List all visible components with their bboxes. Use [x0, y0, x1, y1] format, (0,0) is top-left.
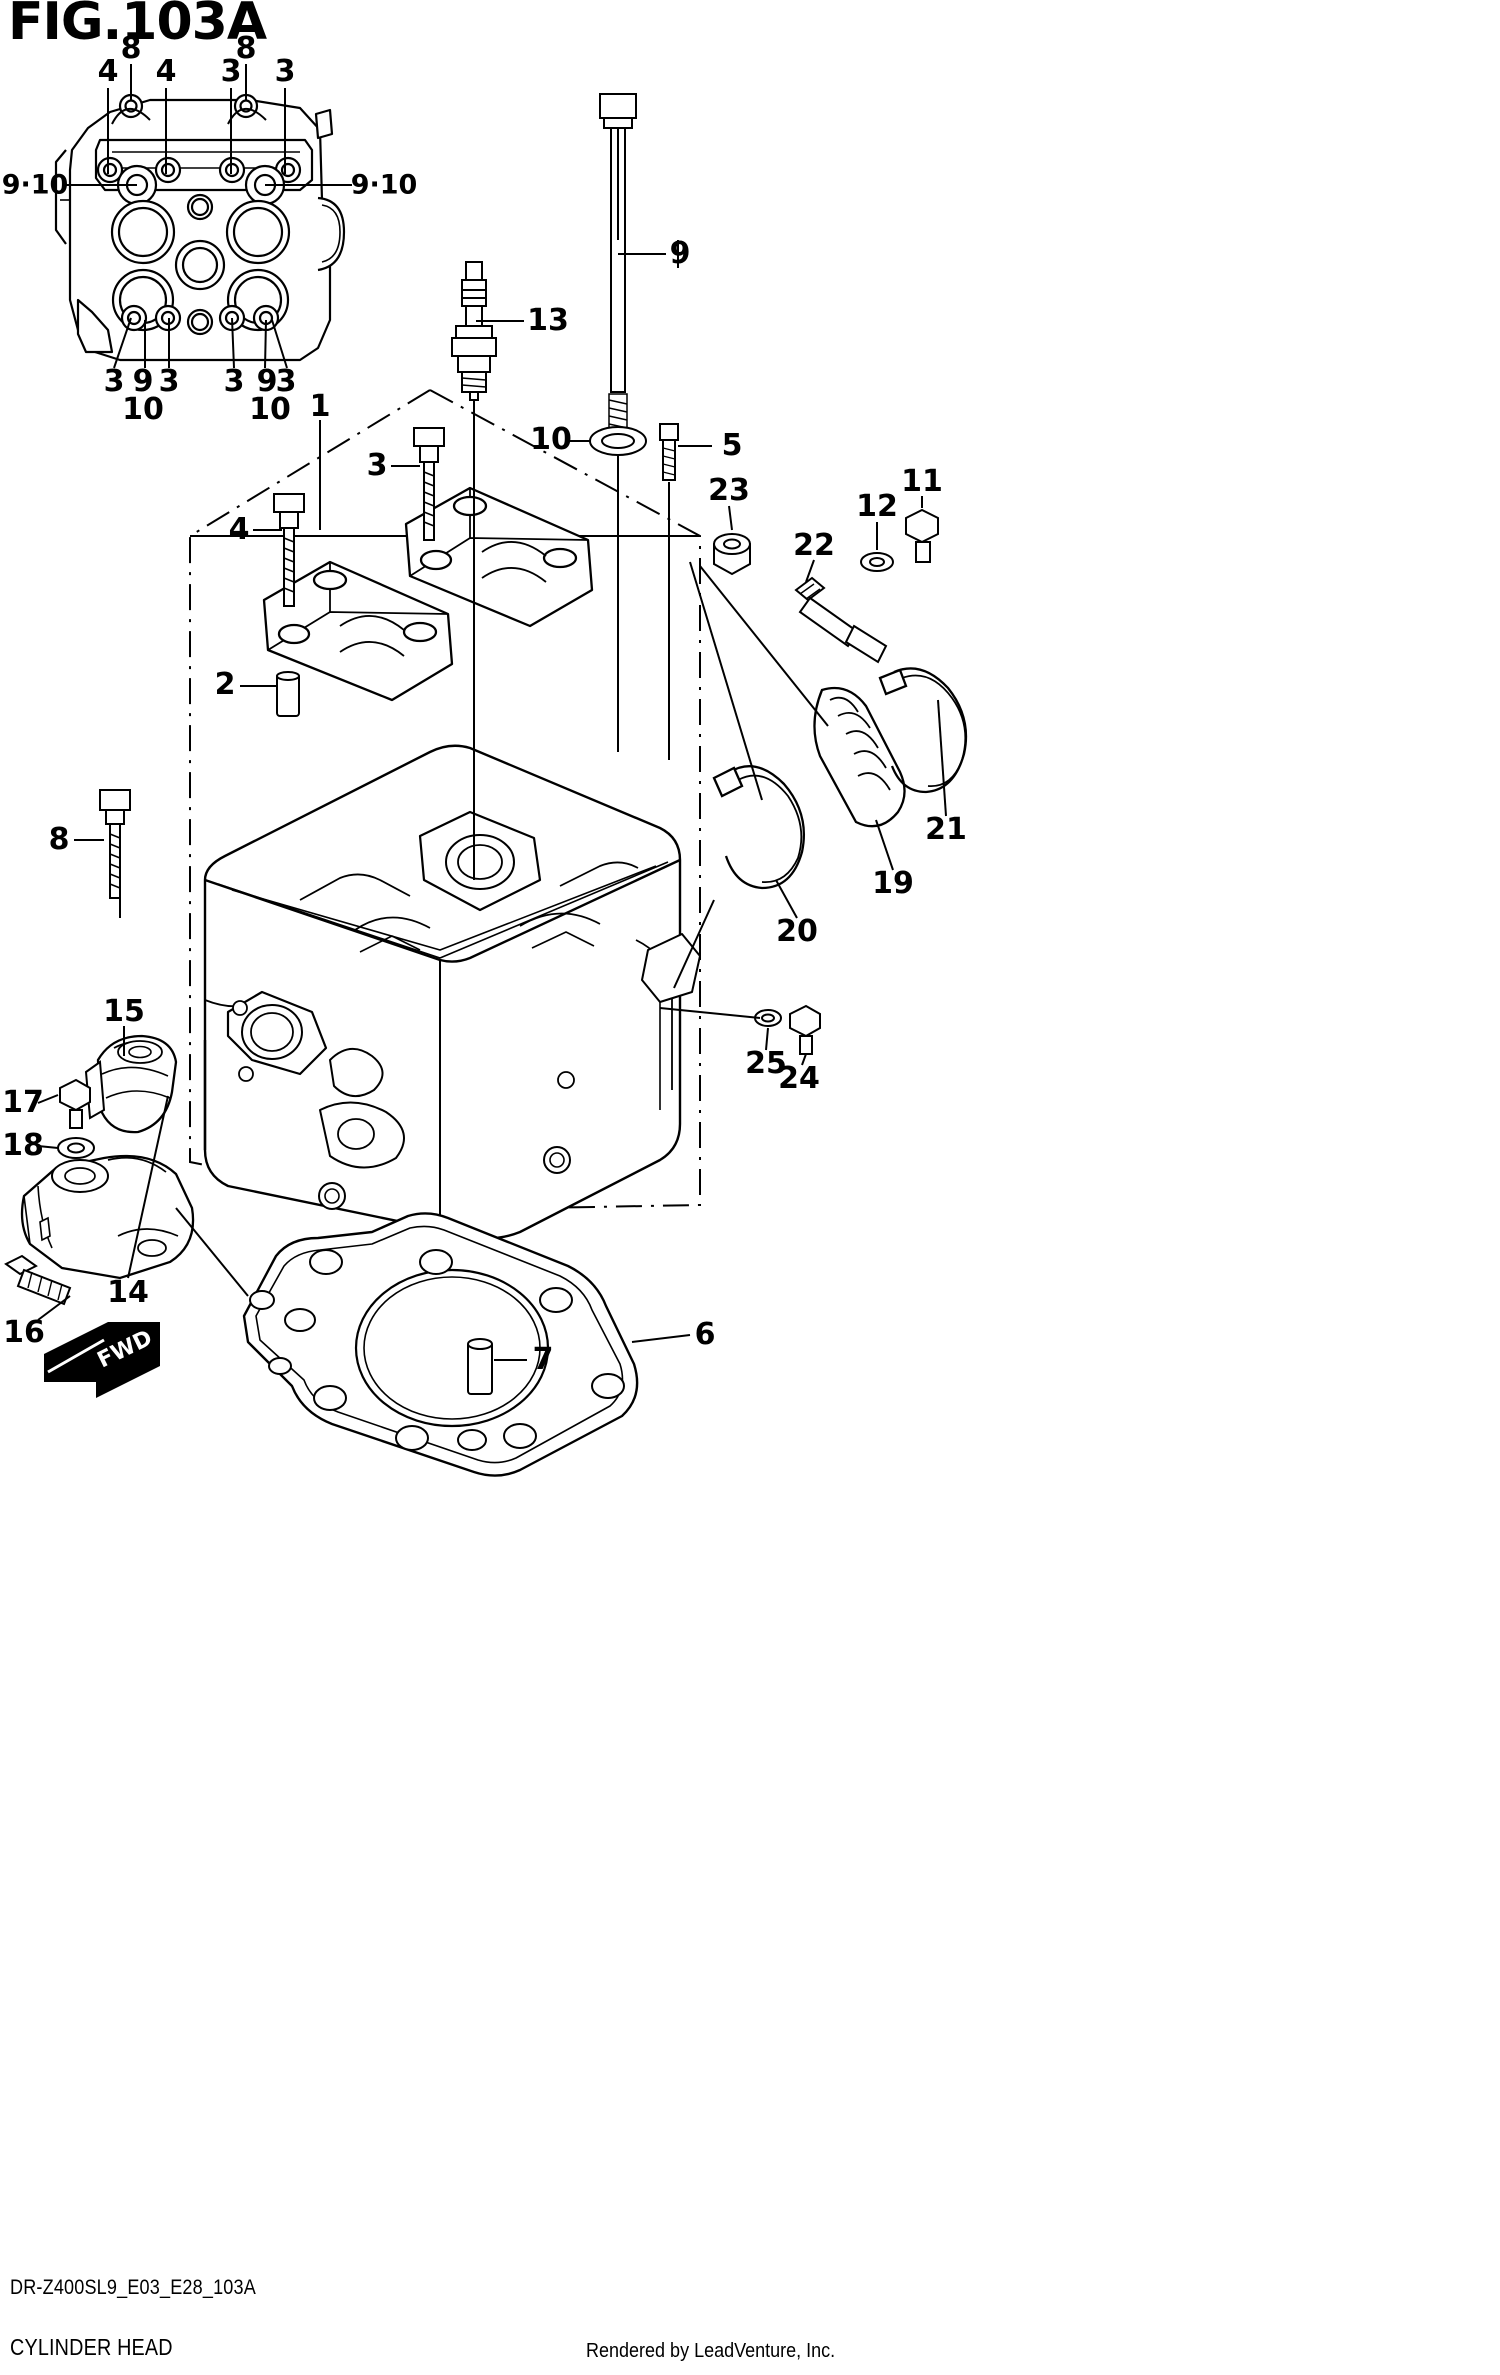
callout-3: 3: [274, 54, 296, 89]
callout-15: 15: [103, 994, 145, 1029]
callout-17: 17: [2, 1085, 44, 1120]
callout-16: 16: [3, 1315, 45, 1350]
callout-19: 19: [872, 866, 914, 901]
callout-3: 3: [275, 364, 297, 399]
callout-9: 9: [256, 364, 278, 399]
callout-8: 8: [120, 31, 142, 66]
fwd-arrow: FWD: [44, 1322, 160, 1398]
washer-10: [589, 426, 647, 456]
callout-23: 23: [708, 473, 750, 508]
bolt-3: [413, 427, 445, 541]
oil-jet-5: [659, 423, 679, 481]
callout-4: 4: [155, 54, 177, 89]
callout-12: 12: [856, 489, 898, 524]
cylinder-head-body: [203, 744, 701, 1240]
clamp-21: [878, 667, 968, 794]
thermostat-case-14: [20, 1154, 195, 1280]
main-leader-lines: [37, 128, 947, 1361]
washer-25: [754, 1009, 782, 1027]
dowel-pin-2: [276, 671, 300, 717]
spark-plug-13: [451, 261, 497, 401]
nut-23: [713, 532, 751, 576]
callout-10: 10: [122, 392, 164, 427]
callout-9-10: 9·10: [350, 169, 418, 201]
callout-3: 3: [103, 364, 125, 399]
bolt-4: [273, 493, 305, 607]
callout-3: 3: [223, 364, 245, 399]
bolt-22: [794, 576, 888, 664]
callout-8: 8: [235, 31, 257, 66]
callout-10: 10: [249, 392, 291, 427]
callout-3: 3: [220, 54, 242, 89]
callout-9-10: 9·10: [1, 169, 69, 201]
dowel-pin-7: [467, 1338, 493, 1395]
footer-part-code: DR-Z400SL9_E03_E28_103A: [10, 2276, 256, 2299]
detail-cylinder-head-top: [54, 93, 346, 362]
callout-1: 1: [309, 389, 331, 424]
callout-10: 10: [530, 422, 572, 457]
callout-22: 22: [793, 528, 835, 563]
callout-3: 3: [158, 364, 180, 399]
camshaft-journal-holders: [262, 486, 594, 702]
callout-4: 4: [97, 54, 119, 89]
detail-leader-lines: [66, 64, 352, 369]
callout-11: 11: [901, 464, 943, 499]
callout-8: 8: [48, 822, 70, 857]
callout-14: 14: [107, 1275, 149, 1310]
callout-3: 3: [366, 448, 388, 483]
callout-9: 9: [669, 236, 691, 271]
callout-7: 7: [532, 1342, 554, 1377]
callout-24: 24: [778, 1061, 820, 1096]
bolt-16: [4, 1254, 72, 1306]
callout-2: 2: [214, 667, 236, 702]
bolt-24: [789, 1004, 821, 1055]
head-bolt-9: [599, 93, 637, 433]
bolt-8: [99, 789, 131, 899]
bolt-17: [59, 1078, 91, 1129]
callout-13: 13: [527, 303, 569, 338]
callout-4: 4: [228, 512, 250, 547]
footer-assembly-name: CYLINDER HEAD: [10, 2334, 173, 2360]
head-gasket-6: [242, 1212, 639, 1477]
page-title: FIG.103A: [8, 0, 267, 52]
thermostat-15: [84, 1034, 178, 1134]
washer-18: [57, 1137, 95, 1159]
clamp-20: [712, 765, 806, 890]
callout-18: 18: [2, 1128, 44, 1163]
footer-credit: Rendered by LeadVenture, Inc.: [586, 2340, 836, 2362]
callout-5: 5: [721, 428, 743, 463]
intake-pipe-19: [813, 686, 906, 828]
callout-25: 25: [745, 1046, 787, 1081]
callout-6: 6: [694, 1317, 716, 1352]
callout-9: 9: [132, 364, 154, 399]
washer-12: [860, 552, 894, 572]
bolt-11: [905, 508, 939, 563]
callout-20: 20: [776, 914, 818, 949]
callout-21: 21: [925, 812, 967, 847]
